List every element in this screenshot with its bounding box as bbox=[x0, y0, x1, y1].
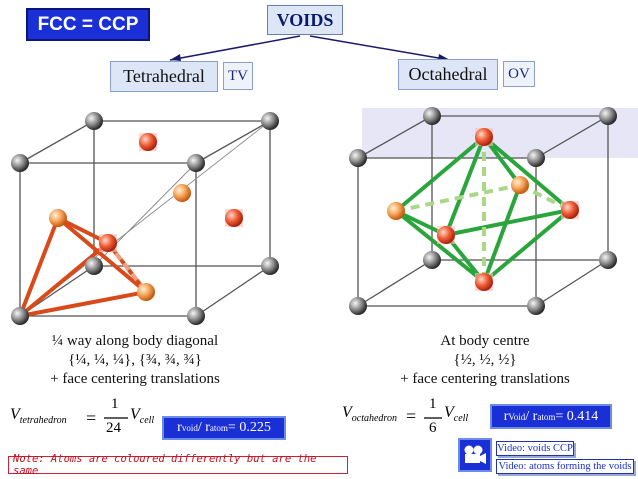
octahedral-denominator: 6 bbox=[429, 420, 437, 436]
octahedral-label: Octahedral bbox=[398, 59, 498, 90]
octahedral-caption-line: + face centering translations bbox=[400, 371, 570, 387]
fcc-ccp-badge: FCC = CCP bbox=[26, 8, 150, 41]
octahedral-tag: OV bbox=[503, 61, 535, 87]
octahedral-formula-lhs: Voctahedron bbox=[342, 404, 397, 425]
octahedral-atoms bbox=[349, 107, 617, 315]
equals-sign: = bbox=[406, 406, 417, 426]
voids-title: VOIDS bbox=[267, 5, 343, 35]
tetrahedral-caption-line: + face centering translations bbox=[50, 371, 220, 387]
video-voids-ccp-link[interactable]: Video: voids CCP bbox=[496, 441, 574, 456]
film-camera-icon[interactable] bbox=[458, 438, 492, 472]
note-text: Note: Atoms are coloured differently but… bbox=[8, 453, 348, 477]
tetrahedral-formula-lhs: Vtetrahedron bbox=[10, 406, 67, 427]
voids-to-tetrahedral-line bbox=[169, 35, 301, 61]
equals-sign: = bbox=[86, 408, 97, 428]
tetrahedral-label: Tetrahedral bbox=[110, 61, 218, 92]
tetrahedral-formula-rhs: Vcell bbox=[130, 406, 155, 427]
tetrahedral-caption-line: {¼, ¼, ¼}, {¾, ¾, ¾} bbox=[68, 352, 202, 368]
tetrahedral-caption-line: ¼ way along body diagonal bbox=[51, 333, 219, 349]
octahedral-caption: At body centre {½, ½, ½} + face centerin… bbox=[370, 332, 600, 389]
octahedral-caption-line: {½, ½, ½} bbox=[453, 352, 517, 368]
tetrahedral-caption: ¼ way along body diagonal {¼, ¼, ¼}, {¾,… bbox=[20, 332, 250, 389]
tetrahedral-denominator: 24 bbox=[106, 420, 121, 436]
octahedral-caption-line: At body centre bbox=[440, 333, 530, 349]
tetrahedral-numerator: 1 bbox=[111, 396, 119, 412]
tetrahedral-atoms bbox=[11, 112, 279, 325]
octahedral-numerator: 1 bbox=[429, 396, 437, 412]
voids-to-octahedral-line bbox=[309, 35, 451, 61]
video-atoms-forming-voids-link[interactable]: Video: atoms forming the voids bbox=[496, 459, 634, 474]
tetrahedral-tag: TV bbox=[223, 62, 253, 90]
octahedral-formula-rhs: Vcell bbox=[444, 404, 469, 425]
